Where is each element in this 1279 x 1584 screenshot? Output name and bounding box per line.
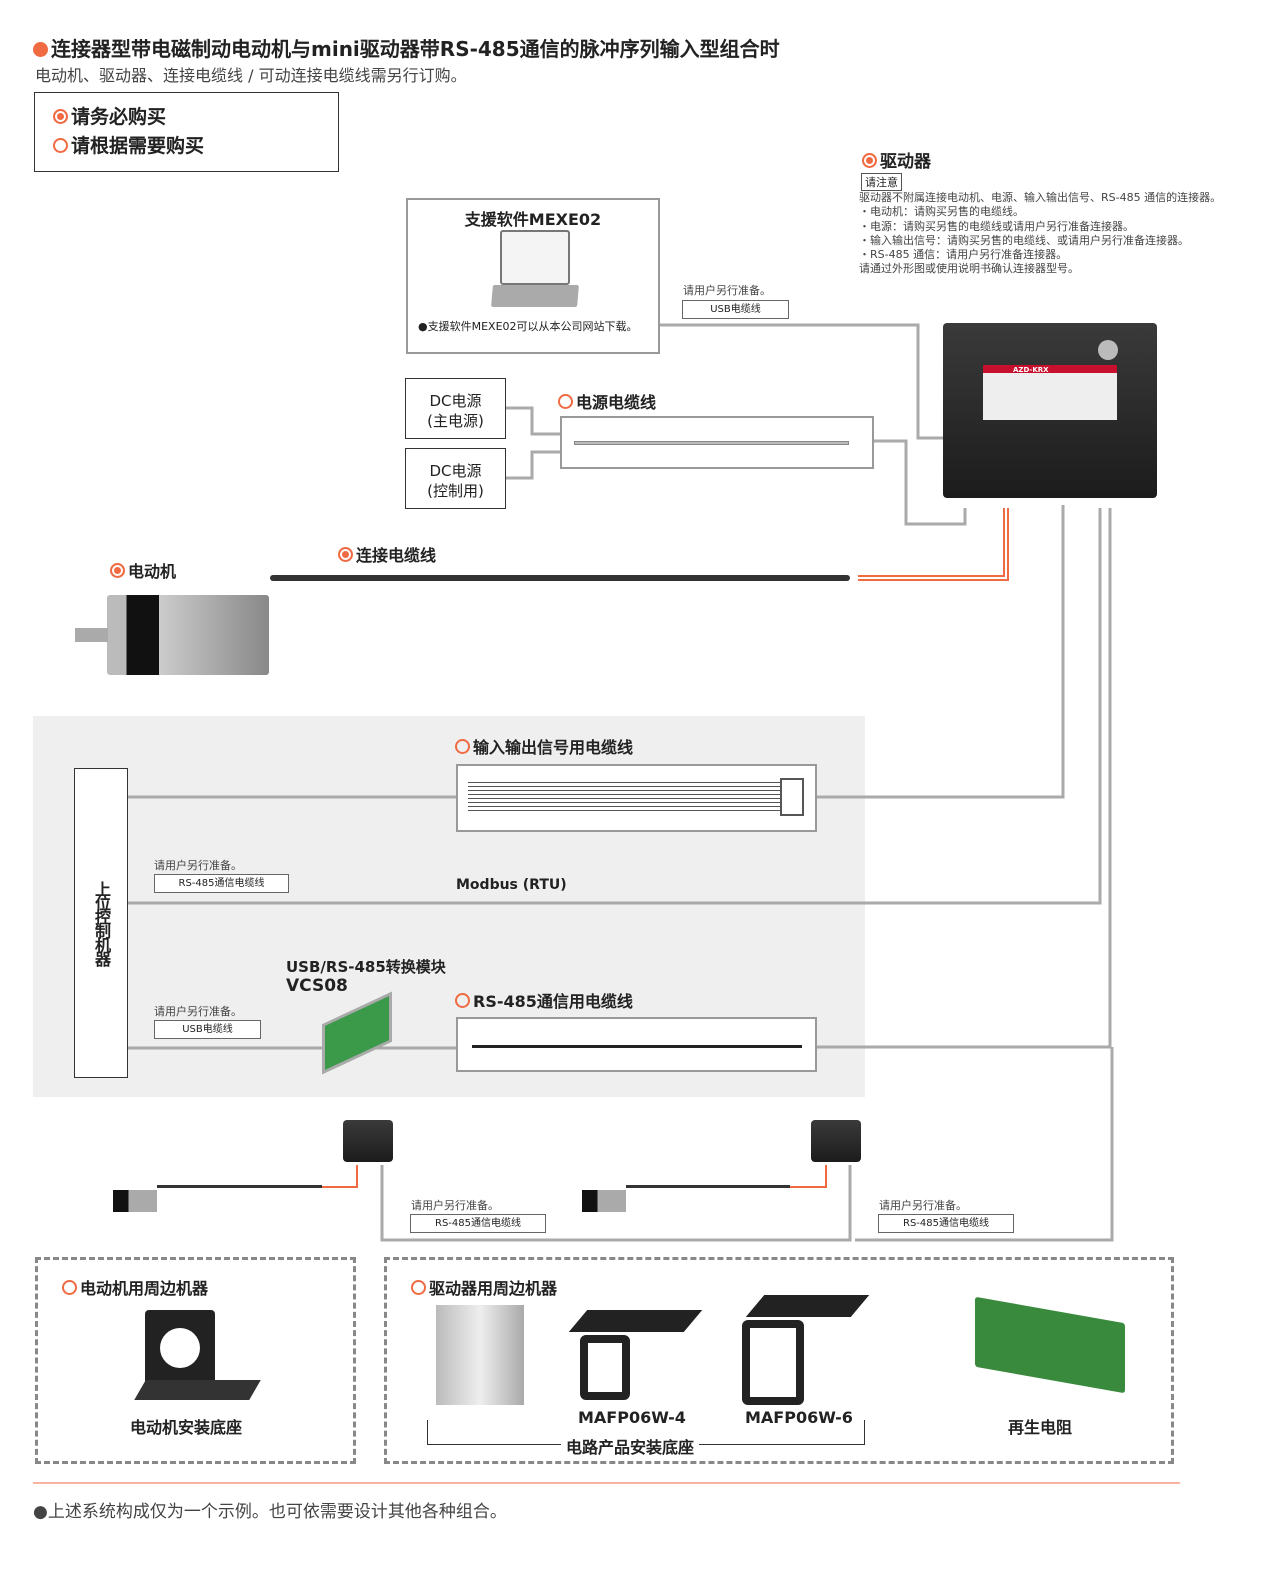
required-icon bbox=[53, 109, 68, 124]
driver-notes: 驱动器不附属连接电动机、电源、输入输出信号、RS-485 通信的连接器。・电动机… bbox=[859, 191, 1221, 277]
power-cable-label: 电源电缆线 bbox=[558, 389, 656, 413]
required-icon bbox=[338, 547, 353, 562]
mount-group-label: 电路产品安装底座 bbox=[561, 1434, 700, 1458]
software-title: 支援软件MEXE02 bbox=[464, 210, 602, 229]
software-note: ●支援软件MEXE02可以从本公司网站下载。 bbox=[418, 320, 638, 333]
io-cable-label: 输入输出信号用电缆线 bbox=[455, 734, 633, 758]
subtitle: 电动机、驱动器、连接电缆线 / 可动连接电缆线需另行订购。 bbox=[35, 66, 467, 85]
daisy-line-1 bbox=[380, 1165, 852, 1242]
bullet-icon bbox=[33, 42, 48, 57]
mafp06w4-image bbox=[568, 1310, 703, 1332]
motor-text: 电动机 bbox=[128, 562, 177, 581]
optional-icon bbox=[455, 993, 470, 1008]
connect-cable-label: 连接电缆线 bbox=[338, 542, 436, 566]
rs485-cable-tag: RS-485通信电缆线 bbox=[878, 1214, 1014, 1233]
rs485-line bbox=[127, 508, 1102, 905]
host-label: 上位控制机器 bbox=[92, 881, 111, 965]
optional-icon bbox=[455, 739, 470, 754]
note: ・电源：请购买另售的电缆线或请用户另行准备连接器。 bbox=[859, 219, 1134, 233]
motor-periph-title-text: 电动机用周边机器 bbox=[80, 1279, 209, 1298]
driver-image-3 bbox=[811, 1120, 861, 1162]
motor-image-2 bbox=[113, 1190, 157, 1212]
motor-label: 电动机 bbox=[110, 558, 176, 582]
footer-note: ●上述系统构成仅为一个示例。也可依需要设计其他各种组合。 bbox=[33, 1502, 507, 1522]
user-prepare-note: 请用户另行准备。 bbox=[411, 1199, 499, 1212]
user-prepare-note: 请用户另行准备。 bbox=[683, 284, 771, 297]
mafp06w4-label: MAFP06W-4 bbox=[578, 1408, 686, 1427]
io-line bbox=[816, 505, 1065, 799]
rs485-cable-tag: RS-485通信电缆线 bbox=[410, 1214, 546, 1233]
page-title: 连接器型带电磁制动电动机与mini驱动器带RS-485通信的脉冲序列输入型组合时 bbox=[33, 33, 780, 62]
laptop-icon bbox=[500, 230, 570, 285]
motor-cable-line bbox=[858, 508, 1009, 581]
driver-image: AZD-KRX bbox=[943, 323, 1157, 498]
driver-image-2 bbox=[343, 1120, 393, 1162]
rs485-cable-text: RS-485通信用电缆线 bbox=[473, 992, 633, 1011]
rs485-cable-line bbox=[816, 508, 1112, 1049]
driver-periph-title-text: 驱动器用周边机器 bbox=[429, 1279, 558, 1298]
motor-mount-label: 电动机安装底座 bbox=[130, 1418, 243, 1437]
motor-image-3 bbox=[582, 1190, 626, 1212]
optional-icon bbox=[558, 394, 573, 409]
power-line bbox=[873, 439, 967, 526]
dc-main-box: DC电源 (主电源) bbox=[405, 378, 506, 439]
driver-periph-box bbox=[384, 1257, 1174, 1464]
optional-icon bbox=[62, 1280, 77, 1295]
note: ・RS-485 通信：请用户另行准备连接器。 bbox=[859, 248, 1068, 262]
note: 驱动器不附属连接电动机、电源、输入输出信号、RS-485 通信的连接器。 bbox=[859, 191, 1222, 204]
legend-optional: 请根据需要购买 bbox=[71, 135, 205, 157]
user-prepare-note: 请用户另行准备。 bbox=[154, 859, 242, 872]
legend-required: 请务必购买 bbox=[71, 106, 167, 128]
optional-icon bbox=[411, 1280, 426, 1295]
legend-box: 请务必购买 请根据需要购买 bbox=[34, 92, 339, 172]
converter-name: USB/RS-485转换模块 bbox=[286, 958, 446, 976]
power-cable-box bbox=[560, 416, 874, 469]
motor-image bbox=[107, 595, 269, 675]
driver-label: 驱动器 bbox=[862, 147, 931, 172]
dc-main-line bbox=[505, 406, 560, 436]
required-icon bbox=[110, 563, 125, 578]
dc-main-sub: (主电源) bbox=[427, 412, 484, 430]
dc-main-label: DC电源 bbox=[429, 392, 482, 410]
rs485-cable-box bbox=[456, 1017, 817, 1072]
dc-ctrl-box: DC电源 (控制用) bbox=[405, 448, 506, 509]
note: ・输入输出信号：请购买另售的电缆线、或请用户另行准备连接器。 bbox=[859, 233, 1189, 247]
mafp06w6-image bbox=[745, 1295, 870, 1317]
connect-cable-image bbox=[270, 575, 850, 581]
note: ・电动机：请购买另售的电缆线。 bbox=[859, 205, 1024, 219]
host-controller: 上位控制机器 bbox=[74, 768, 128, 1078]
motor-periph-title: 电动机用周边机器 bbox=[62, 1275, 208, 1299]
note: 请通过外形图或使用说明书确认连接器型号。 bbox=[859, 262, 1079, 276]
driver-model: AZD-KRX bbox=[1013, 366, 1049, 374]
usb-cable-tag: USB电缆线 bbox=[154, 1020, 261, 1039]
mafp06w6-label: MAFP06W-6 bbox=[745, 1408, 853, 1427]
motor-periph-box bbox=[35, 1257, 356, 1464]
rs485-cable-label: RS-485通信用电缆线 bbox=[455, 988, 633, 1012]
driver-label-text: 驱动器 bbox=[880, 152, 931, 172]
motor-mount-image bbox=[145, 1310, 215, 1390]
io-cable-box bbox=[456, 764, 817, 832]
rs485-cable-tag: RS-485通信电缆线 bbox=[154, 874, 289, 893]
optional-icon bbox=[53, 138, 68, 153]
required-icon bbox=[862, 153, 877, 168]
converter-model: VCS08 bbox=[286, 976, 348, 996]
daisy-line-2 bbox=[855, 1047, 1114, 1242]
connect-cable-text: 连接电缆线 bbox=[356, 546, 437, 565]
din-mount-image bbox=[436, 1305, 524, 1405]
power-cable-text: 电源电缆线 bbox=[576, 393, 657, 412]
dc-ctrl-sub: (控制用) bbox=[427, 482, 484, 500]
notice-tag: 请注意 bbox=[861, 173, 902, 191]
software-box: 支援软件MEXE02 ●支援软件MEXE02可以从本公司网站下载。 bbox=[406, 198, 660, 354]
usb-cable-tag: USB电缆线 bbox=[682, 300, 789, 319]
modbus-label: Modbus (RTU) bbox=[456, 877, 567, 893]
user-prepare-note: 请用户另行准备。 bbox=[154, 1005, 242, 1018]
dc-ctrl-line bbox=[505, 450, 560, 480]
title-text: 连接器型带电磁制动电动机与mini驱动器带RS-485通信的脉冲序列输入型组合时 bbox=[51, 37, 780, 61]
dc-ctrl-label: DC电源 bbox=[429, 462, 482, 480]
driver-periph-title: 驱动器用周边机器 bbox=[411, 1275, 557, 1299]
user-prepare-note: 请用户另行准备。 bbox=[879, 1199, 967, 1212]
io-cable-text: 输入输出信号用电缆线 bbox=[473, 738, 634, 757]
regen-label: 再生电阻 bbox=[1008, 1418, 1073, 1437]
